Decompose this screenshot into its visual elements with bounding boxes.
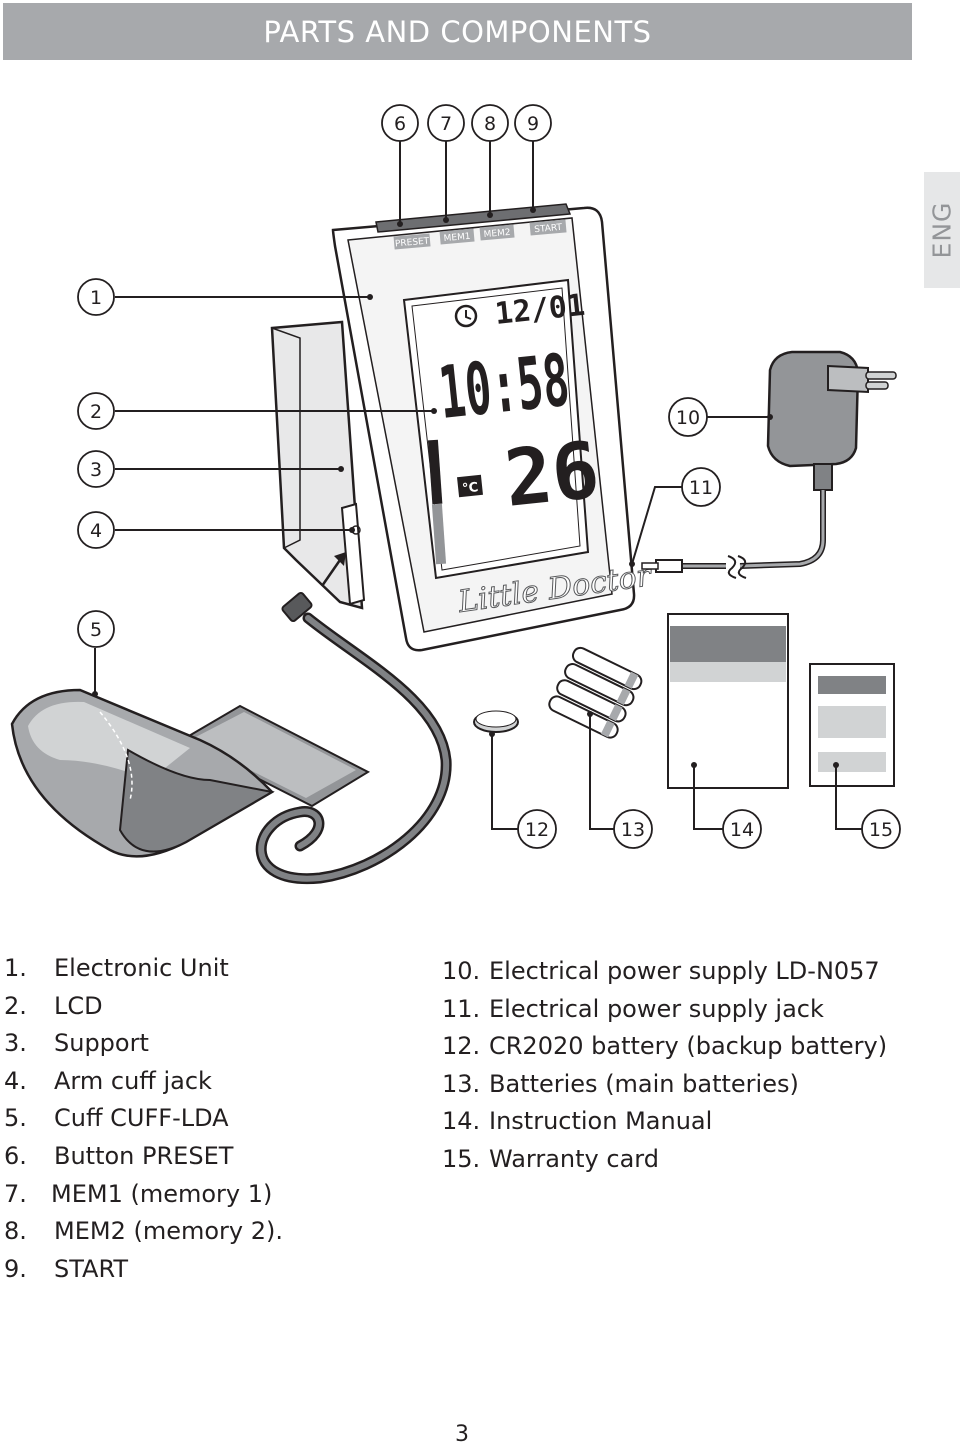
callout-circle-8	[471, 104, 509, 142]
parts-list-right: 10.Electrical power supply LD-N057 11.El…	[442, 957, 888, 1173]
callout-numbers: 1 2 3 4 5 6 7 8 9 10 11 12 13 14 15	[90, 113, 893, 841]
callout-circle-1	[77, 278, 115, 316]
callout-circle-3	[77, 450, 115, 488]
mem1-label: MEM1	[443, 232, 471, 244]
callout-markers	[77, 104, 901, 849]
language-tab: ENG	[924, 172, 960, 288]
preset-label: PRESET	[395, 236, 431, 249]
callout-circle-10	[668, 397, 708, 437]
callout-10: 10	[676, 407, 700, 429]
page-title: PARTS AND COMPONENTS	[263, 15, 652, 49]
callout-circle-13	[613, 809, 653, 849]
callout-8: 8	[484, 113, 496, 135]
leader-dots	[92, 207, 839, 768]
callout-circle-5	[77, 610, 115, 648]
power-adapter	[641, 350, 897, 579]
callout-circle-9	[514, 104, 552, 142]
callout-2: 2	[90, 401, 102, 423]
callout-14: 14	[730, 819, 754, 841]
callout-circle-7	[427, 104, 465, 142]
start-label: START	[534, 223, 563, 235]
callout-circle-14	[722, 809, 762, 849]
lcd-temperature: 26	[501, 426, 604, 525]
main-batteries	[548, 646, 643, 739]
callout-12: 12	[525, 819, 549, 841]
callout-4: 4	[90, 520, 102, 542]
lcd-screen: 12/01 10:58 26 °C	[402, 278, 604, 580]
alarm-clock-icon	[454, 304, 478, 328]
callout-1: 1	[90, 287, 102, 309]
device-support	[270, 320, 364, 610]
callout-11: 11	[689, 477, 713, 499]
parts-diagram: PRESET MEM1 MEM2 START 12/01 10:58 26 °C…	[10, 104, 901, 885]
callout-circle-2	[77, 392, 115, 430]
warranty-card	[809, 663, 895, 787]
callout-circle-11	[681, 467, 721, 507]
leader-lines	[94, 141, 862, 830]
parts-list-left: 1.Electronic Unit 2.LCD 3.Support 4.Arm …	[4, 954, 284, 1283]
callout-circle-15	[861, 809, 901, 849]
header-bar: PARTS AND COMPONENTS	[3, 3, 912, 60]
callout-6: 6	[394, 113, 406, 135]
mem2-label: MEM2	[483, 228, 511, 240]
callout-7: 7	[440, 113, 452, 135]
callout-9: 9	[527, 113, 539, 135]
backup-battery	[473, 710, 519, 733]
lcd-time: 10:58	[435, 338, 573, 435]
callout-circle-6	[381, 104, 419, 142]
callout-5: 5	[90, 619, 102, 641]
page-number: 3	[455, 1422, 469, 1447]
cuff-tube	[255, 591, 452, 885]
cuff	[10, 688, 371, 858]
callout-circle-4	[77, 511, 115, 549]
instruction-manual	[667, 613, 789, 789]
callout-13: 13	[621, 819, 645, 841]
electronic-unit: PRESET MEM1 MEM2 START 12/01 10:58 26 °C…	[320, 203, 655, 652]
callout-3: 3	[90, 459, 102, 481]
callout-circle-12	[517, 809, 557, 849]
callout-15: 15	[869, 819, 893, 841]
lcd-unit: °C	[461, 480, 479, 497]
